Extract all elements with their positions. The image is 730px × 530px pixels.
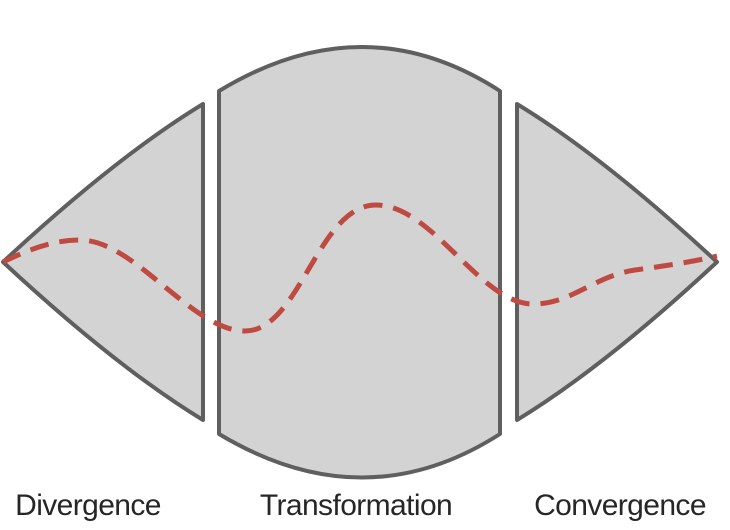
stage-label-divergence: Divergence <box>15 489 161 522</box>
stage-label-transformation: Transformation <box>259 489 453 522</box>
transformation-shape <box>217 45 502 480</box>
convergence-shape <box>515 102 719 422</box>
process-flow-dashed-line <box>1 202 718 334</box>
stage-label-convergence: Convergence <box>534 489 706 522</box>
divergence-shape <box>1 102 205 422</box>
